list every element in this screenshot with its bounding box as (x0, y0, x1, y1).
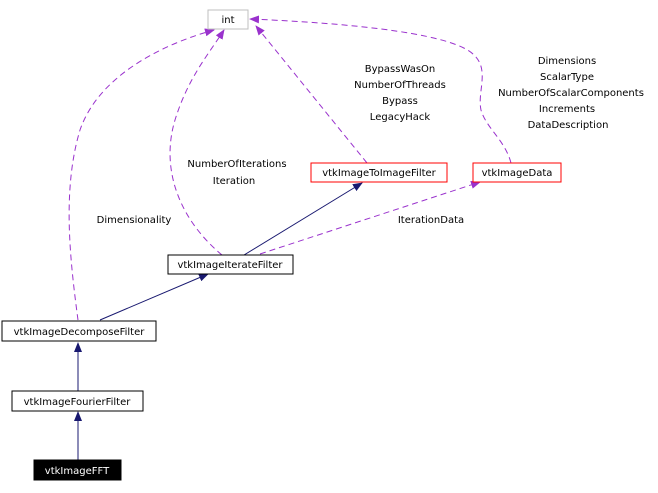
dimensionality-label: Dimensionality (97, 215, 172, 226)
member-label: Increments (539, 104, 595, 115)
node-vtk-image-fft[interactable]: vtkImageFFT (33, 459, 122, 481)
edge-decompose-filter-to-int (68, 28, 215, 321)
member-label: Iteration (213, 176, 255, 187)
node-label: vtkImageFFT (45, 466, 110, 477)
iterate-filter-member-labels: NumberOfIterations Iteration (187, 159, 286, 187)
member-label: DataDescription (528, 120, 609, 131)
node-label: vtkImageIterateFilter (177, 260, 283, 271)
member-label: ScalarType (540, 72, 594, 83)
edge-image-data-to-iterate-filter (259, 180, 481, 255)
node-int-label: int (221, 15, 234, 26)
member-label: NumberOfScalarComponents (498, 88, 644, 99)
node-vtk-image-decompose-filter[interactable]: vtkImageDecomposeFilter (1, 320, 157, 342)
node-vtk-image-to-image-filter[interactable]: vtkImageToImageFilter (310, 162, 448, 183)
member-label: LegacyHack (370, 112, 431, 123)
member-label: Bypass (382, 96, 418, 107)
member-label: BypassWasOn (365, 64, 435, 75)
iteration-data-label: IterationData (398, 215, 464, 226)
node-label: vtkImageData (482, 168, 553, 179)
member-label: NumberOfThreads (354, 80, 446, 91)
edge-to-image-filter-to-int (255, 25, 368, 164)
image-data-member-labels: Dimensions ScalarType NumberOfScalarComp… (498, 56, 644, 131)
edge-iterate-filter-inherits-to-image-filter (243, 182, 363, 256)
node-label: vtkImageToImageFilter (322, 168, 436, 179)
node-vtk-image-data[interactable]: vtkImageData (472, 162, 562, 183)
node-vtk-image-fourier-filter[interactable]: vtkImageFourierFilter (11, 390, 144, 412)
node-int[interactable]: int (207, 9, 249, 30)
edge-decompose-filter-inherits-iterate-filter (99, 273, 209, 321)
edge-iterate-filter-to-int (169, 29, 225, 256)
node-label: vtkImageDecomposeFilter (14, 327, 146, 338)
member-label: Dimensions (538, 56, 596, 67)
edge-image-data-to-int (249, 15, 512, 164)
to-image-filter-member-labels: BypassWasOn NumberOfThreads Bypass Legac… (354, 64, 446, 123)
node-label: vtkImageFourierFilter (24, 397, 132, 408)
member-label: NumberOfIterations (187, 159, 286, 170)
node-vtk-image-iterate-filter[interactable]: vtkImageIterateFilter (167, 254, 294, 275)
